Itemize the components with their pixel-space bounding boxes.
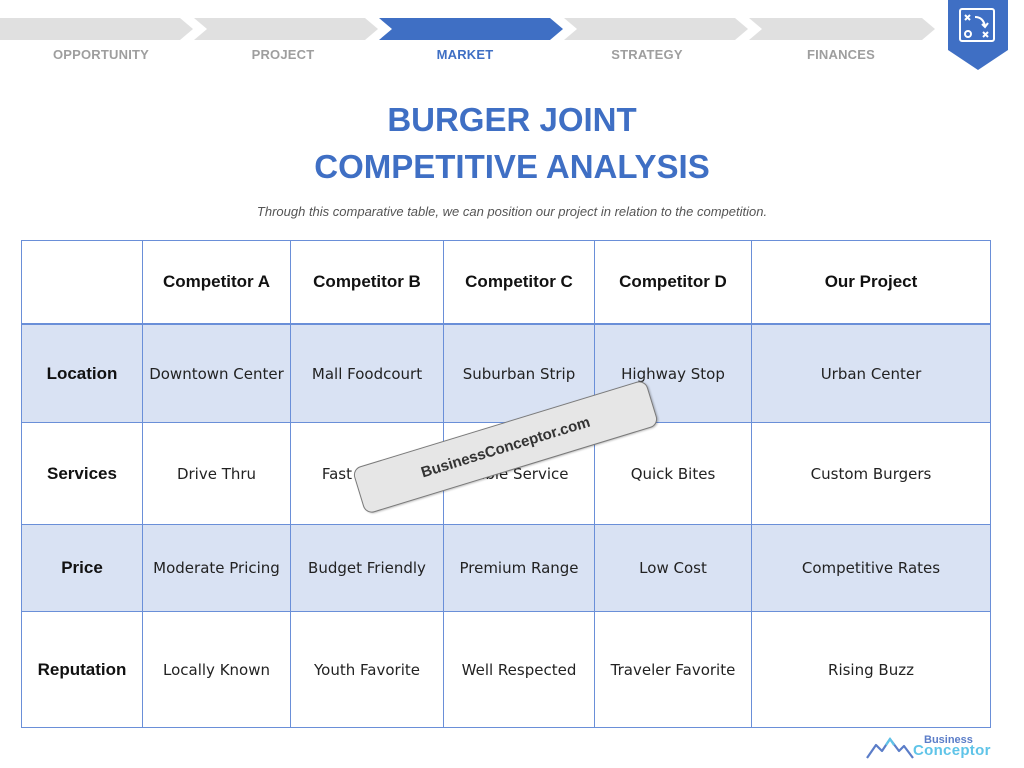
column-header: Our Project xyxy=(751,240,991,325)
table-cell: Budget Friendly xyxy=(290,524,444,612)
page-title-line1: BURGER JOINT xyxy=(387,101,637,138)
step-arrows xyxy=(0,18,935,40)
table-row: Reputation Locally Known Youth Favorite … xyxy=(21,611,991,728)
table-cell: Urban Center xyxy=(751,323,991,423)
row-header: Location xyxy=(21,323,143,423)
table-cell: Rising Buzz xyxy=(751,611,991,728)
table-header-row: Competitor A Competitor B Competitor C C… xyxy=(21,240,991,325)
strategy-board-icon xyxy=(959,8,995,42)
page-title-line2: COMPETITIVE ANALYSIS xyxy=(314,148,710,185)
table-row: Services Drive Thru Fast Service Table S… xyxy=(21,422,991,525)
table-corner-cell xyxy=(21,240,143,325)
column-header: Competitor C xyxy=(443,240,595,325)
table-cell: Youth Favorite xyxy=(290,611,444,728)
table-cell: Well Respected xyxy=(443,611,595,728)
step-arrow-market[interactable] xyxy=(379,18,563,40)
table-cell: Locally Known xyxy=(142,611,291,728)
competitive-analysis-table: Competitor A Competitor B Competitor C C… xyxy=(21,240,991,728)
row-header: Reputation xyxy=(21,611,143,728)
table-row: Location Downtown Center Mall Foodcourt … xyxy=(21,323,991,423)
row-header: Services xyxy=(21,422,143,525)
mountain-logo-icon xyxy=(866,737,914,759)
table-cell: Quick Bites xyxy=(594,422,752,525)
page-subtitle: Through this comparative table, we can p… xyxy=(256,204,768,219)
step-arrow-strategy[interactable] xyxy=(564,18,748,40)
table-cell: Drive Thru xyxy=(142,422,291,525)
column-header: Competitor A xyxy=(142,240,291,325)
step-label-project[interactable]: PROJECT xyxy=(251,47,315,62)
column-header: Competitor B xyxy=(290,240,444,325)
logo-text-top: Business xyxy=(924,734,973,746)
table-cell: Premium Range xyxy=(443,524,595,612)
table-cell: Downtown Center xyxy=(142,323,291,423)
column-header: Competitor D xyxy=(594,240,752,325)
table-cell: Low Cost xyxy=(594,524,752,612)
table-cell: Mall Foodcourt xyxy=(290,323,444,423)
step-label-market[interactable]: MARKET xyxy=(436,47,494,62)
business-conceptor-logo: Business Conceptor xyxy=(866,733,996,761)
table-cell: Traveler Favorite xyxy=(594,611,752,728)
table-cell: Moderate Pricing xyxy=(142,524,291,612)
step-label-finances[interactable]: FINANCES xyxy=(806,47,876,62)
step-arrow-opportunity[interactable] xyxy=(0,18,193,40)
step-arrow-finances[interactable] xyxy=(749,18,935,40)
table-row: Price Moderate Pricing Budget Friendly P… xyxy=(21,524,991,612)
row-header: Price xyxy=(21,524,143,612)
table-cell: Custom Burgers xyxy=(751,422,991,525)
corner-badge xyxy=(948,0,1008,70)
step-label-strategy[interactable]: STRATEGY xyxy=(611,47,683,62)
step-arrow-project[interactable] xyxy=(194,18,378,40)
step-label-opportunity[interactable]: OPPORTUNITY xyxy=(52,47,150,62)
logo-text-bottom: Conceptor xyxy=(913,742,991,759)
table-cell: Competitive Rates xyxy=(751,524,991,612)
